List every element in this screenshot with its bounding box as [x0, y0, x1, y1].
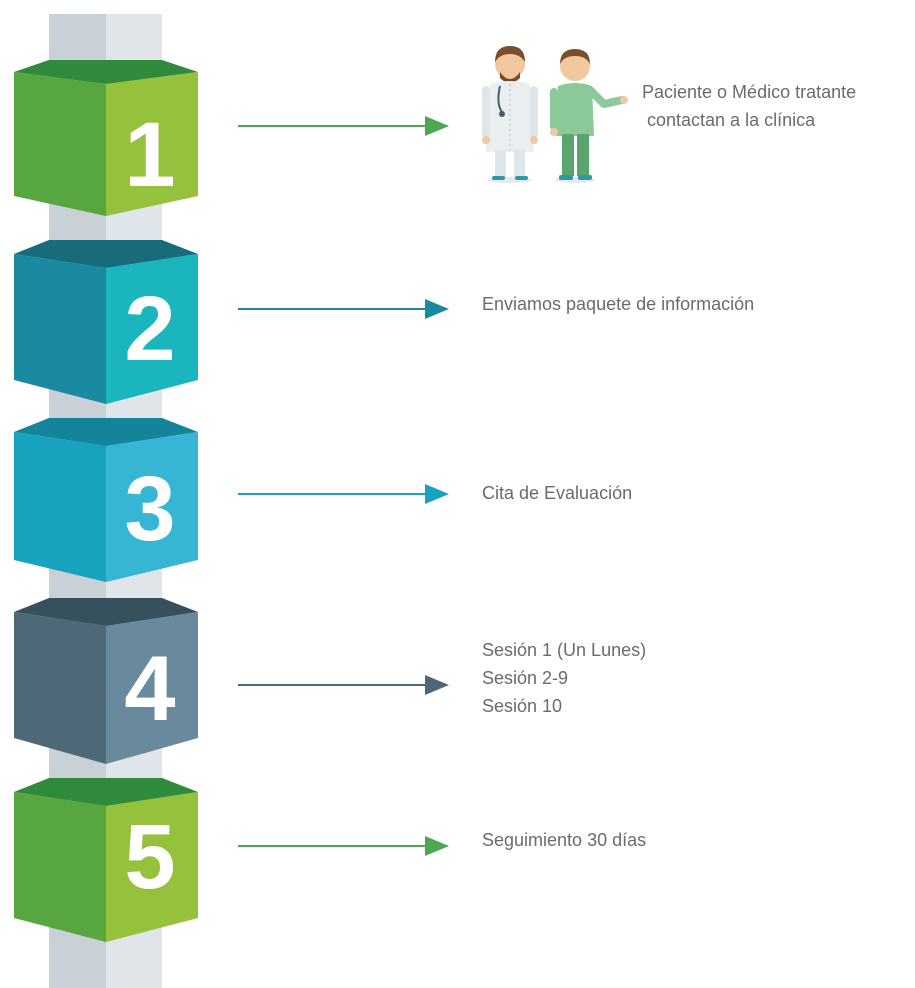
- step-1-label: Paciente o Médico tratante contactan a l…: [642, 78, 856, 134]
- step-1-label-line: Paciente o Médico tratante: [642, 82, 857, 102]
- step-2-left-face: [14, 254, 106, 404]
- step-5-right-face: [106, 792, 198, 942]
- step-1-block: 1: [14, 60, 198, 216]
- step-2-number: 2: [124, 278, 175, 380]
- step-3-number: 3: [124, 458, 175, 560]
- step-3-label: Cita de Evaluación: [482, 479, 632, 507]
- step-5-left-face: [14, 792, 106, 942]
- doctor-icon: [482, 46, 538, 183]
- step-3-label-line: Cita de Evaluación: [482, 483, 633, 503]
- step-2-block: 2: [14, 240, 198, 404]
- step-3-right-face: [106, 432, 198, 582]
- step-5-number: 5: [124, 806, 175, 908]
- step-2-label-line: Enviamos paquete de información: [482, 294, 755, 314]
- step-1-label-line: contactan a la clínica: [642, 110, 816, 130]
- step-2-label: Enviamos paquete de información: [482, 290, 754, 318]
- step-1-left-face: [14, 72, 106, 216]
- step-3-block: 3: [14, 418, 198, 582]
- step-5-label-line: Seguimiento 30 días: [482, 830, 647, 850]
- step-2-right-face: [106, 254, 198, 404]
- step-5-label: Seguimiento 30 días: [482, 826, 646, 854]
- step-4-right-face: [106, 612, 198, 764]
- step-4-label-line: Sesión 2-9: [482, 668, 569, 688]
- step-1-number: 1: [124, 104, 175, 206]
- patient-icon: [550, 49, 628, 183]
- step-4-label-line: Sesión 10: [482, 696, 563, 716]
- step-3-left-face: [14, 432, 106, 582]
- step-4-label-line: Sesión 1 (Un Lunes): [482, 640, 647, 660]
- step-4-number: 4: [124, 638, 175, 740]
- step-4-block: 4: [14, 598, 198, 764]
- step-1-right-face: [106, 72, 198, 216]
- step-5-block: 5: [14, 778, 198, 942]
- step-4-label: Sesión 1 (Un Lunes) Sesión 2-9 Sesión 10: [482, 636, 646, 720]
- step-4-left-face: [14, 612, 106, 764]
